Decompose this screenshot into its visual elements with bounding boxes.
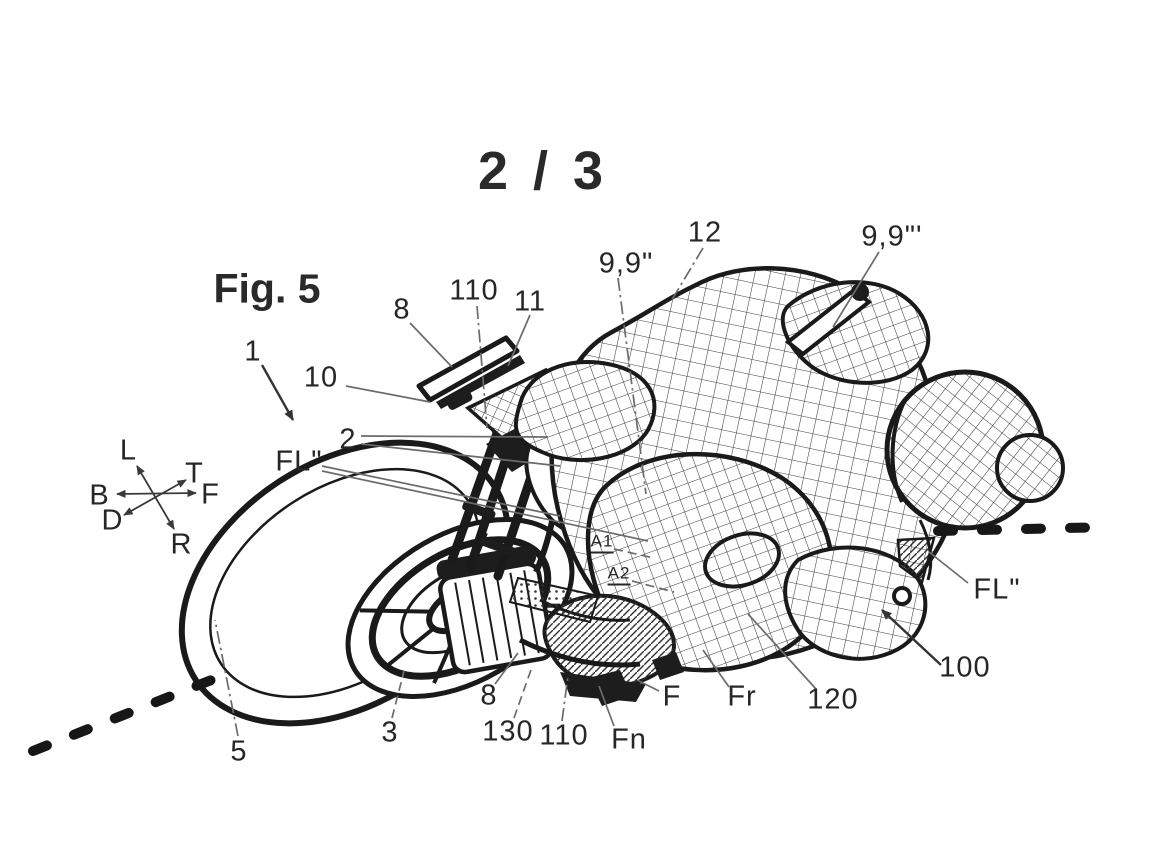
ref-9-9-tripleprime: 9,9"' [861, 220, 923, 253]
compass-r: R [170, 528, 192, 561]
leader-line [321, 470, 649, 542]
leader-line [636, 679, 660, 692]
ref-110-top: 110 [449, 274, 499, 307]
ref-110-bottom: 110 [539, 719, 589, 752]
leader-line [513, 666, 533, 719]
leader-line [832, 251, 880, 328]
compass-t: T [185, 457, 203, 490]
compass-f: F [201, 478, 219, 511]
leader-line [631, 580, 675, 593]
ref-8-bottom: 8 [480, 679, 498, 712]
ref-3: 3 [381, 716, 399, 749]
leader-line [928, 551, 969, 584]
ref-11: 11 [513, 285, 547, 318]
leader-line [345, 385, 431, 403]
compass-l: L [119, 434, 137, 467]
compass-d: D [101, 504, 123, 537]
rider-elbow [780, 280, 931, 385]
ref-f: F [662, 680, 682, 713]
leader-line [494, 652, 519, 685]
leader-line [360, 435, 549, 438]
ref-2: 2 [339, 423, 357, 456]
leader-line [669, 247, 704, 304]
leader-line [360, 443, 561, 467]
mirror-right [784, 283, 873, 357]
ref-fl-right: FL" [973, 573, 1021, 606]
compass-axis-arrow [116, 489, 197, 498]
ref-100: 100 [939, 651, 991, 684]
leader-line [214, 619, 239, 737]
dashed-centerline [28, 666, 239, 756]
ref-1: 1 [244, 335, 262, 368]
ref-120: 120 [807, 683, 859, 716]
leader-line [881, 609, 942, 666]
boot [542, 593, 684, 706]
windscreen [416, 335, 525, 410]
rider-arm [513, 359, 657, 463]
leader-line [613, 548, 655, 559]
ref-fr: Fr [727, 680, 757, 713]
ref-5: 5 [230, 735, 248, 768]
sheet-indicator: 2 / 3 [477, 141, 609, 201]
leader-line [409, 322, 453, 368]
figure-label: Fig. 5 [213, 265, 321, 312]
tail-details [892, 519, 936, 606]
ref-8-top: 8 [393, 293, 411, 326]
rider-hip [783, 545, 928, 661]
dashed-centerline [933, 522, 1115, 536]
leader-line [747, 613, 817, 690]
ref-fn: Fn [611, 723, 647, 756]
leader-line [507, 314, 531, 367]
compass-b: B [89, 479, 109, 512]
rider-helmet [884, 369, 1065, 531]
ref-10: 10 [303, 361, 339, 394]
ref-fl-left: FL" [275, 445, 323, 478]
ref-a1: A1 [590, 533, 614, 554]
ref-130: 130 [482, 715, 534, 748]
leader-line [561, 675, 569, 722]
leader-line [702, 649, 730, 688]
ref-9-9-doubleprime: 9,9" [598, 247, 654, 280]
ref-a2: A2 [607, 565, 631, 586]
leader-line [617, 277, 647, 495]
compass-axis-arrow [123, 479, 187, 516]
leader-line [391, 670, 405, 719]
leader-line [476, 305, 488, 429]
ref-12: 12 [687, 216, 723, 249]
leader-line [321, 465, 561, 517]
leader-line [260, 364, 295, 421]
a-reference-strip [508, 576, 600, 624]
leader-line [598, 685, 615, 727]
